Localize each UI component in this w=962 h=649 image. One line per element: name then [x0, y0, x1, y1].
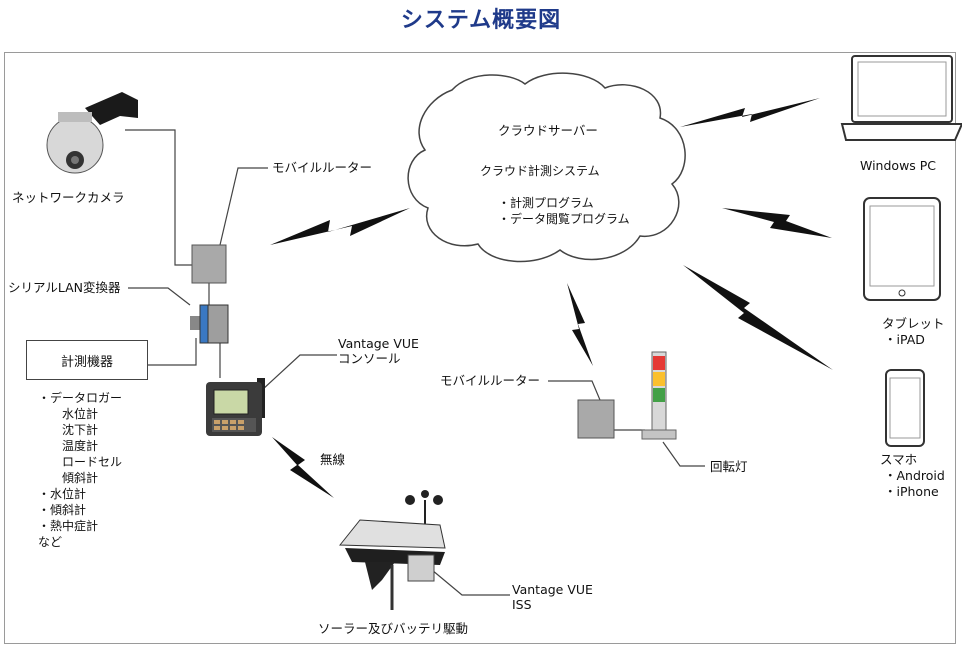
iss-label-line1: Vantage VUE — [512, 582, 593, 597]
smartphone-label: スマホ — [880, 452, 918, 467]
page-title: システム概要図 — [400, 8, 562, 33]
serial-lan-label: シリアルLAN変換器 — [8, 280, 121, 295]
leader-console — [261, 354, 337, 391]
cloud-item-2: ・データ閲覧プログラム — [498, 212, 630, 226]
converter-instrument-link — [148, 338, 197, 366]
serial-lan-converter-icon — [190, 304, 229, 344]
instrument-item: など — [38, 535, 63, 549]
console-label-line2: コンソール — [338, 351, 401, 366]
iss-label-line2: ISS — [512, 597, 532, 612]
tablet-sub-label: ・iPAD — [884, 332, 925, 347]
leader-serial-lan — [128, 287, 191, 306]
mobile-router-bottom-icon — [577, 399, 615, 439]
console-label-line1: Vantage VUE — [338, 336, 419, 351]
diagram-frame — [4, 52, 956, 644]
lightning-bolt-console-iss — [272, 437, 334, 498]
solar-label: ソーラー及びバッテリ駆動 — [318, 621, 469, 636]
lightning-bolt-cloud-pc — [680, 98, 820, 127]
mobile-router-top-label: モバイルルーター — [272, 160, 373, 175]
lightning-bolt-cloud-phone — [683, 265, 833, 370]
instrument-item: ロードセル — [62, 455, 123, 469]
instrument-item: ・データロガー — [38, 391, 123, 405]
instrument-item: 傾斜計 — [62, 471, 99, 485]
instrument-item: ・水位計 — [38, 487, 87, 501]
smartphone-icon — [885, 369, 925, 447]
instrument-item: 水位計 — [62, 407, 99, 421]
console-icon — [206, 378, 265, 436]
leader-mobile-router-top — [219, 167, 268, 246]
mobile-router-top-icon — [191, 244, 227, 284]
wireless-label: 無線 — [320, 452, 346, 467]
lightning-bolt-cloud-router2 — [567, 283, 593, 366]
weather-station-iss-icon — [338, 490, 446, 610]
instrument-item: ・傾斜計 — [38, 503, 87, 517]
smartphone-sub-label-2: ・iPhone — [884, 484, 939, 499]
network-camera-label: ネットワークカメラ — [12, 190, 125, 205]
mobile-router-bottom-label: モバイルルーター — [440, 373, 541, 388]
cloud-system-label: クラウド計測システム — [480, 164, 600, 178]
tablet-label: タブレット — [882, 316, 945, 331]
leader-mobile-router-bottom — [548, 380, 601, 401]
laptop-icon — [840, 55, 962, 141]
instrument-item: 沈下計 — [62, 423, 99, 437]
instrument-item: 温度計 — [62, 439, 99, 453]
network-camera-icon — [46, 92, 138, 174]
windows-pc-label: Windows PC — [860, 158, 937, 173]
tablet-icon — [863, 197, 941, 301]
camera-router-link — [125, 129, 192, 266]
cloud-server-label: クラウドサーバー — [498, 123, 598, 138]
cloud-item-1: ・計測プログラム — [498, 196, 594, 210]
lightning-bolt-cloud-tablet — [722, 208, 832, 238]
rotating-light-label: 回転灯 — [710, 459, 748, 474]
cloud-shape — [407, 72, 686, 263]
smartphone-sub-label-1: ・Android — [884, 468, 945, 483]
instruments-box: 計測機器 — [26, 340, 148, 380]
instrument-item: ・熱中症計 — [38, 519, 99, 533]
leader-rotating-light — [662, 441, 705, 467]
lightning-bolt-router-cloud — [270, 208, 410, 245]
rotating-light-icon — [641, 351, 677, 440]
leader-iss — [431, 569, 510, 596]
